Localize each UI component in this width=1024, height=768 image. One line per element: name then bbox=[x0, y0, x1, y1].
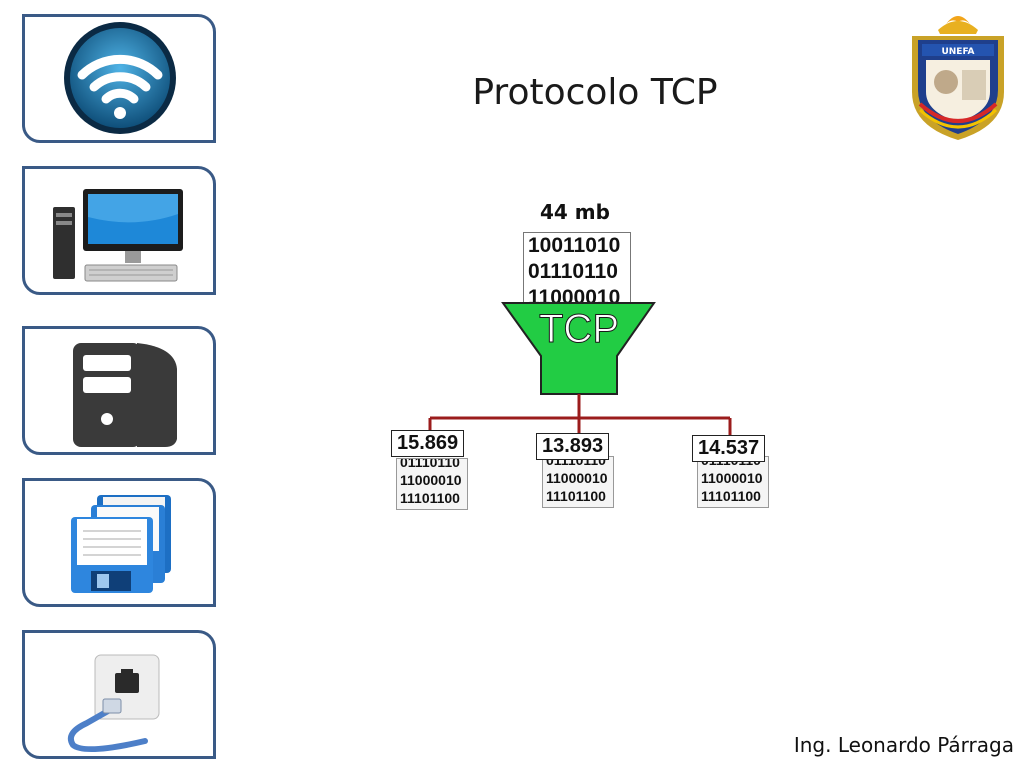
sidebar-tile-computer bbox=[22, 166, 216, 295]
sidebar-tile-wifi bbox=[22, 14, 216, 143]
ethernet-port-icon bbox=[67, 654, 160, 753]
segment-binary-line: 11000010 bbox=[546, 470, 608, 486]
floppy-disks-icon bbox=[71, 495, 171, 593]
sidebar-tile-floppy bbox=[22, 478, 216, 607]
logo-text: UNEFA bbox=[941, 47, 974, 57]
sidebar-tile-ethernet bbox=[22, 630, 216, 759]
segment-binary-line: 11101100 bbox=[546, 488, 606, 504]
segment-binary-line: 11101100 bbox=[701, 488, 761, 504]
wifi-icon bbox=[64, 22, 176, 134]
segment-binary-line: 01110110 bbox=[701, 456, 761, 468]
segment-binary-line: 11101100 bbox=[400, 490, 460, 506]
input-binary-line: 10011010 bbox=[528, 234, 621, 257]
data-size-label: 44 mb bbox=[540, 200, 610, 224]
author-name: Ing. Leonardo Párraga bbox=[793, 733, 1014, 757]
segment-binary-line: 11000010 bbox=[400, 472, 462, 488]
sidebar-tile-server bbox=[22, 326, 216, 455]
segment-binary-block: 01110110 11000010 11101100 bbox=[396, 458, 468, 510]
segment-binary-line: 11000010 bbox=[701, 470, 763, 486]
slide-title: Protocolo TCP bbox=[472, 72, 718, 113]
funnel-label: TCP bbox=[539, 307, 619, 351]
segment-binary-line: 01110110 bbox=[546, 456, 606, 468]
segment-binary-block: 01110110 11000010 11101100 bbox=[542, 456, 614, 508]
input-binary-line: 11000010 bbox=[528, 286, 621, 306]
server-tower-icon bbox=[73, 343, 177, 447]
segment-label: 14.537 bbox=[692, 435, 766, 462]
segment-label: 15.869 bbox=[391, 430, 465, 457]
desktop-computer-icon bbox=[53, 189, 183, 282]
input-binary-block: 10011010 01110110 11000010 bbox=[523, 232, 631, 306]
segment-binary-block: 01110110 11000010 11101100 bbox=[697, 456, 769, 508]
segment-binary-line: 01110110 bbox=[400, 458, 460, 470]
input-binary-line: 01110110 bbox=[528, 260, 618, 283]
tcp-funnel bbox=[501, 302, 656, 395]
unefa-logo: UNEFA bbox=[912, 16, 1004, 140]
segment-label: 13.893 bbox=[536, 433, 610, 460]
